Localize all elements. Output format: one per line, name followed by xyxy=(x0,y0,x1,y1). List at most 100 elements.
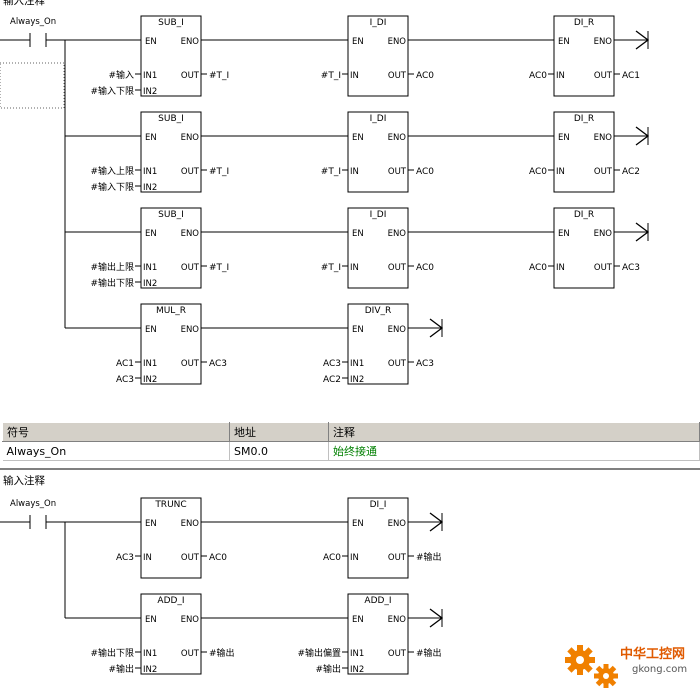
function-block-add_i[interactable] xyxy=(140,593,202,675)
operand-in2[interactable]: #输出 xyxy=(108,663,134,675)
function-block-i_di[interactable] xyxy=(347,207,409,289)
block-title: MUL_R xyxy=(156,306,186,316)
contact-always-on[interactable] xyxy=(28,32,48,48)
function-block-add_i[interactable] xyxy=(347,593,409,675)
operand-out[interactable]: AC1 xyxy=(622,71,640,81)
operand-out[interactable]: AC0 xyxy=(416,167,434,177)
operand-in1[interactable]: #输出偏置 xyxy=(297,647,341,659)
pin-in1: IN xyxy=(350,263,359,273)
pin-en: EN xyxy=(558,229,570,239)
symbol-table: 符号 地址 注释 Always_On SM0.0 始终接通 xyxy=(2,422,700,461)
block-title: SUB_I xyxy=(158,114,184,124)
operand-out[interactable]: AC3 xyxy=(416,359,434,369)
block-title: DI_I xyxy=(370,500,387,510)
operand-in1[interactable]: #输出上限 xyxy=(90,261,134,273)
function-block-i_di[interactable] xyxy=(347,15,409,97)
function-block-mul_r[interactable] xyxy=(140,303,202,385)
pin-in1: IN xyxy=(143,553,152,563)
function-block-sub_i[interactable] xyxy=(140,111,202,193)
operand-out[interactable]: AC2 xyxy=(622,167,640,177)
operand-in2[interactable]: AC3 xyxy=(116,375,134,385)
selection-box[interactable] xyxy=(0,62,65,109)
pin-en: EN xyxy=(558,37,570,47)
operand-in1[interactable]: AC0 xyxy=(529,167,547,177)
operand-out[interactable]: #输出 xyxy=(416,647,442,659)
operand-in1[interactable]: #T_I xyxy=(321,263,341,273)
pin-in1: IN1 xyxy=(350,649,364,659)
operand-in2[interactable]: AC2 xyxy=(323,375,341,385)
pin-in2: IN2 xyxy=(143,87,157,97)
block-title: SUB_I xyxy=(158,210,184,220)
operand-in1[interactable]: #输入上限 xyxy=(90,165,134,177)
function-block-di_r[interactable] xyxy=(553,15,615,97)
pin-out: OUT xyxy=(181,71,200,81)
block-title: TRUNC xyxy=(154,500,186,510)
function-block-trunc[interactable] xyxy=(140,497,202,579)
operand-out[interactable]: AC0 xyxy=(416,263,434,273)
operand-in1[interactable]: #T_I xyxy=(321,71,341,81)
header-symbol[interactable]: 符号 xyxy=(2,422,230,442)
operand-out[interactable]: #输出 xyxy=(416,551,442,563)
pin-eno: ENO xyxy=(594,229,613,239)
operand-in1[interactable]: AC0 xyxy=(323,553,341,563)
operand-out[interactable]: AC0 xyxy=(209,553,227,563)
cell-symbol[interactable]: Always_On xyxy=(2,441,230,461)
pin-in2: IN2 xyxy=(143,279,157,289)
operand-in1[interactable]: AC3 xyxy=(116,553,134,563)
operand-out[interactable]: AC3 xyxy=(209,359,227,369)
pin-in1: IN1 xyxy=(143,167,157,177)
operand-out[interactable]: AC3 xyxy=(622,263,640,273)
operand-in1[interactable]: #输出下限 xyxy=(90,647,134,659)
function-block-i_di[interactable] xyxy=(347,111,409,193)
operand-out[interactable]: #T_I xyxy=(209,263,229,273)
contact-always-on[interactable] xyxy=(28,514,48,530)
contact-label[interactable]: Always_On xyxy=(10,499,56,509)
operand-in2[interactable]: #输出下限 xyxy=(90,277,134,289)
watermark-url: gkong.com xyxy=(632,664,688,675)
pin-in2: IN2 xyxy=(143,375,157,385)
function-block-sub_i[interactable] xyxy=(140,207,202,289)
pin-in2: IN2 xyxy=(143,665,157,675)
header-comment[interactable]: 注释 xyxy=(328,422,700,442)
pin-out: OUT xyxy=(181,649,200,659)
function-block-di_r[interactable] xyxy=(553,207,615,289)
operand-out[interactable]: #T_I xyxy=(209,71,229,81)
operand-in1[interactable]: #输入 xyxy=(108,69,134,81)
contact-label[interactable]: Always_On xyxy=(10,17,56,27)
pin-in1: IN xyxy=(556,167,565,177)
function-block-di_i[interactable] xyxy=(347,497,409,579)
cell-address[interactable]: SM0.0 xyxy=(229,441,329,461)
pin-en: EN xyxy=(145,519,157,529)
operand-in1[interactable]: #T_I xyxy=(321,167,341,177)
operand-in2[interactable]: #输入下限 xyxy=(90,85,134,97)
pin-eno: ENO xyxy=(388,37,407,47)
block-title: DI_R xyxy=(574,210,594,220)
pin-en: EN xyxy=(558,133,570,143)
operand-in2[interactable]: #输出 xyxy=(315,663,341,675)
watermark-text: 中华工控网 xyxy=(620,647,686,662)
function-block-div_r[interactable] xyxy=(347,303,409,385)
operand-in1[interactable]: AC3 xyxy=(323,359,341,369)
block-title: ADD_I xyxy=(157,596,184,606)
operand-in1[interactable]: AC0 xyxy=(529,263,547,273)
function-block-di_r[interactable] xyxy=(553,111,615,193)
pin-out: OUT xyxy=(388,359,407,369)
table-row[interactable]: Always_On SM0.0 始终接通 xyxy=(2,441,700,461)
pin-eno: ENO xyxy=(388,133,407,143)
operand-in1[interactable]: AC1 xyxy=(116,359,134,369)
operand-out[interactable]: #T_I xyxy=(209,167,229,177)
function-block-sub_i[interactable] xyxy=(140,15,202,97)
header-address[interactable]: 地址 xyxy=(229,422,329,442)
pin-eno: ENO xyxy=(388,615,407,625)
operand-out[interactable]: AC0 xyxy=(416,71,434,81)
operand-in1[interactable]: AC0 xyxy=(529,71,547,81)
pin-out: OUT xyxy=(388,263,407,273)
pin-en: EN xyxy=(145,325,157,335)
cell-comment[interactable]: 始终接通 xyxy=(328,441,700,461)
pin-out: OUT xyxy=(594,71,613,81)
operand-out[interactable]: #输出 xyxy=(209,647,235,659)
network-comment-label[interactable]: 输入注释 xyxy=(3,474,45,487)
operand-in2[interactable]: #输入下限 xyxy=(90,181,134,193)
network-comment-label[interactable]: 输入注释 xyxy=(3,0,45,7)
